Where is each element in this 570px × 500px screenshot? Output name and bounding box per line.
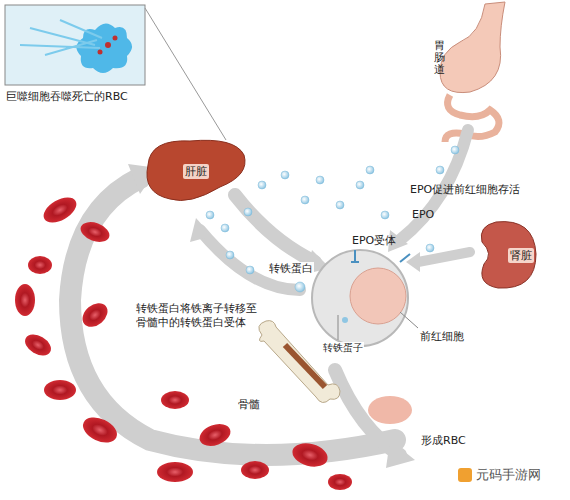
flow-arrows xyxy=(70,130,470,455)
macrophage-inset xyxy=(5,5,226,140)
annotation: EPO促进前红细胞存活 xyxy=(410,183,520,197)
red-blood-cells xyxy=(15,192,412,490)
liver-shape: 肝脏 xyxy=(140,135,252,207)
stomach-drawing xyxy=(440,2,505,142)
organ-label: 肝脏 xyxy=(183,164,209,179)
watermark: 元码手游网 xyxy=(476,467,541,483)
hormone-label: EPO xyxy=(412,208,434,222)
tissue-label: 骨髓 xyxy=(238,398,260,412)
bone-drawing xyxy=(259,321,340,403)
proerythroblast-cell xyxy=(312,250,418,346)
arrow-heads xyxy=(128,164,420,468)
annotation: 转铁蛋白将铁离子转移至骨髓中的转铁蛋白受体 xyxy=(136,302,262,330)
inset-caption: 巨噬细胞吞噬死亡的RBC xyxy=(6,90,128,104)
cell-label: 前红细胞 xyxy=(420,330,464,344)
receptor-label: EPO受体 xyxy=(352,234,396,248)
annotation: 形成RBC xyxy=(420,434,467,448)
receptor-label: 转铁蛋子 xyxy=(322,342,364,355)
organ-label: 肾脏 xyxy=(508,248,534,263)
protein-label: 转铁蛋白 xyxy=(268,262,314,276)
watermark-logo xyxy=(458,468,472,482)
kidney-shape: 肾脏 xyxy=(466,218,538,292)
organ-label: 胃肠道 xyxy=(434,40,445,76)
